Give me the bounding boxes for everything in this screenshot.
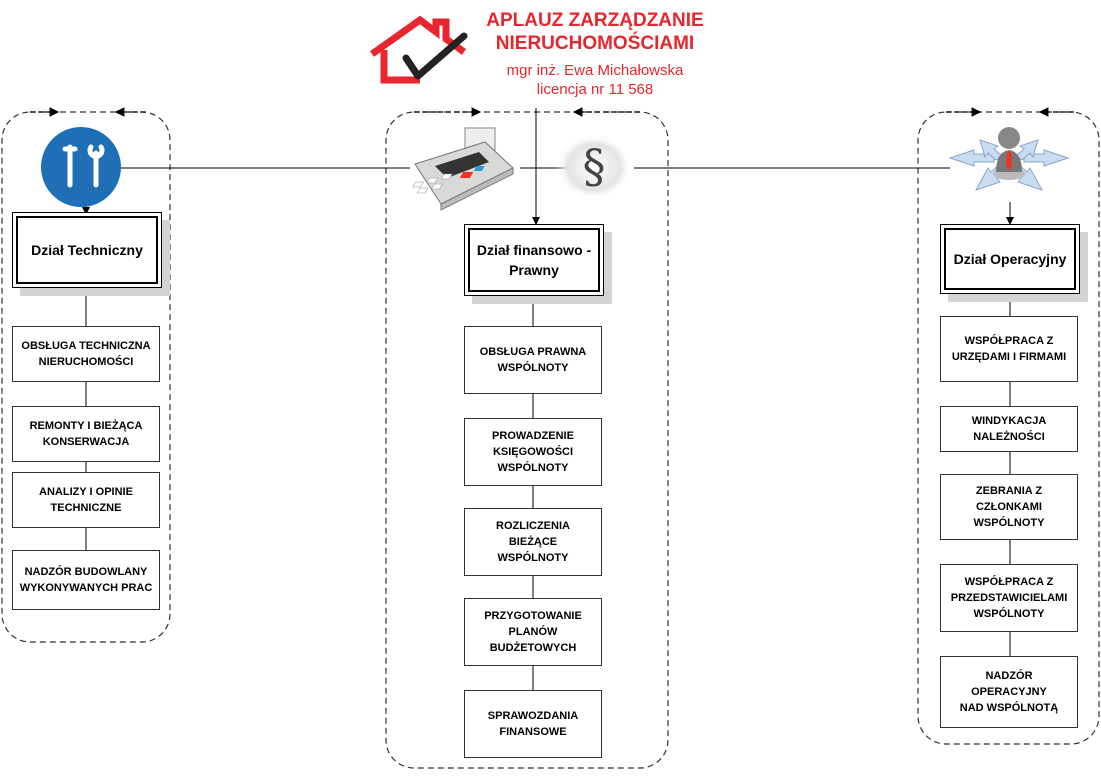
dept-technical-box: Dział Techniczny bbox=[12, 212, 162, 288]
dept-operational-box: Dział Operacyjny bbox=[940, 224, 1080, 294]
group-outline-technical bbox=[1, 111, 171, 643]
dept-financial-title: Dział finansowo - Prawny bbox=[468, 228, 600, 292]
task-box: PRZYGOTOWANIE PLANÓW BUDŻETOWYCH bbox=[464, 598, 602, 666]
group-outline-financial bbox=[385, 111, 669, 769]
company-name-line1: APLAUZ ZARZĄDZANIE bbox=[486, 10, 704, 31]
task-box: PROWADZENIE KSIĘGOWOŚCI WSPÓLNOTY bbox=[464, 418, 602, 486]
license-number: licencja nr 11 568 bbox=[536, 81, 654, 98]
manager-name: mgr inż. Ewa Michałowska bbox=[506, 62, 684, 79]
task-box: NADZÓR OPERACYJNY NAD WSPÓLNOTĄ bbox=[940, 656, 1078, 728]
paragraph-icon: § bbox=[556, 134, 632, 200]
person-arrows-icon bbox=[944, 116, 1074, 202]
dept-technical-title: Dział Techniczny bbox=[16, 216, 158, 284]
task-box: SPRAWOZDANIA FINANSOWE bbox=[464, 690, 602, 758]
calculator-icon bbox=[405, 124, 517, 212]
dept-financial-box: Dział finansowo - Prawny bbox=[464, 224, 604, 296]
task-box: WSPÓŁPRACA Z URZĘDAMI I FIRMAMI bbox=[940, 316, 1078, 382]
company-name-line2: NIERUCHOMOŚCIAMI bbox=[495, 33, 695, 54]
task-box: WINDYKACJA NALEŻNOŚCI bbox=[940, 406, 1078, 452]
tools-icon bbox=[41, 127, 121, 207]
task-box: OBSŁUGA PRAWNA WSPÓLNOTY bbox=[464, 326, 602, 394]
task-box: ROZLICZENIA BIEŻĄCE WSPÓLNOTY bbox=[464, 508, 602, 576]
task-box: WSPÓŁPRACA Z PRZEDSTAWICIELAMI WSPÓLNOTY bbox=[940, 564, 1078, 632]
task-box: ZEBRANIA Z CZŁONKAMI WSPÓLNOTY bbox=[940, 474, 1078, 540]
task-box: NADZÓR BUDOWLANY WYKONYWANYCH PRAC bbox=[12, 550, 160, 610]
task-box: ANALIZY I OPINIE TECHNICZNE bbox=[12, 472, 160, 528]
group-outline-operational bbox=[917, 111, 1100, 745]
paragraph-symbol: § bbox=[582, 139, 606, 193]
dept-operational-title: Dział Operacyjny bbox=[944, 228, 1076, 290]
company-logo bbox=[368, 14, 472, 86]
house-check-icon bbox=[369, 15, 468, 84]
task-box: REMONTY I BIEŻĄCA KONSERWACJA bbox=[12, 406, 160, 462]
task-box: OBSŁUGA TECHNICZNA NIERUCHOMOŚCI bbox=[12, 326, 160, 382]
